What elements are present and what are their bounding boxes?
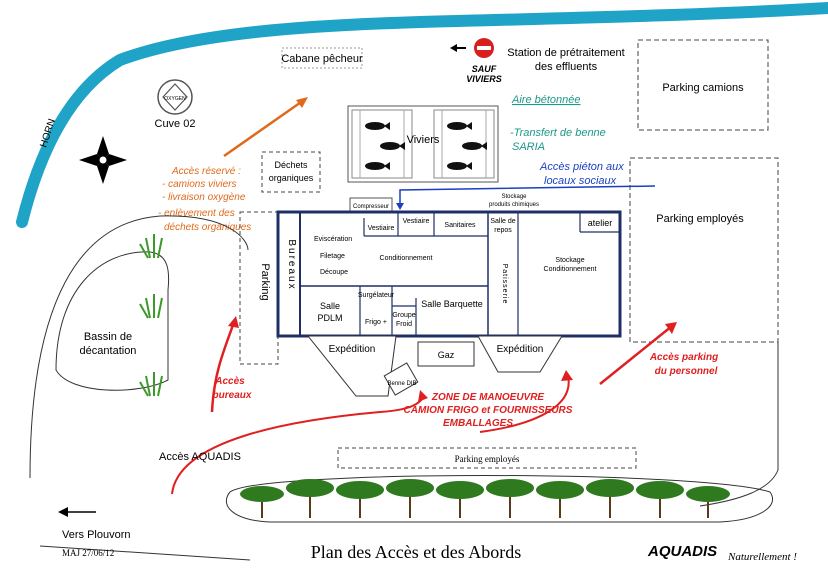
pedestrian-arrow: [399, 185, 656, 206]
acces-reserve-arrow: [223, 98, 305, 158]
expedition-left-dock: [306, 335, 397, 397]
tree-strip-outline: [225, 475, 773, 523]
parking-employes-box: [629, 157, 779, 343]
aire-label: Aire bétonnée: [511, 94, 581, 106]
maj-date: MAJ 27/06/12: [62, 548, 114, 558]
vestiaire-2: Vestiaire: [403, 218, 430, 225]
atelier: atelier: [588, 218, 613, 228]
parking-vertical-box: [239, 211, 279, 365]
evisceration: Eviscération: [314, 236, 352, 243]
benne-dib-box: [383, 362, 419, 396]
patisserie: Patisserie: [501, 264, 508, 305]
compass-rose-icon: [79, 136, 127, 184]
station-label-2: des effluents: [535, 61, 598, 73]
acces-bureaux-1: Accès: [214, 376, 245, 387]
expedition-right: Expédition: [497, 344, 544, 355]
parking-bottom-box: [337, 447, 637, 469]
bureaux-label: Bureaux: [286, 239, 297, 290]
transfert-label-2: SARIA: [512, 141, 545, 153]
tree-icon: [240, 479, 730, 518]
right-road: [699, 342, 779, 507]
gaz-label: Gaz: [438, 350, 455, 360]
svg-text:Naturellement !: Naturellement !: [727, 551, 797, 563]
stockage-cond-1: Stockage: [555, 257, 584, 264]
groupe-froid-2: Froid: [396, 321, 412, 328]
svg-text:OXYGEN: OXYGEN: [164, 96, 186, 102]
enlevement-1: - enlèvement des: [158, 208, 235, 219]
expedition-right-dock: [477, 335, 563, 373]
stockage-cond-2: Conditionnement: [544, 266, 597, 273]
sanitaires: Sanitaires: [444, 222, 476, 229]
acces-bureaux-arrow: [210, 321, 236, 413]
fish-icon: [365, 122, 487, 170]
viviers-label: Viviers: [407, 134, 440, 146]
cuve-label: Cuve 02: [155, 118, 196, 130]
viviers-warning: VIVIERS: [466, 74, 502, 84]
station-label-1: Station de prétraitement: [507, 47, 624, 59]
acces-pieton-2: locaux sociaux: [544, 175, 617, 187]
bassin-label-1: Bassin de: [84, 331, 132, 343]
svg-text:AQUADIS: AQUADIS: [647, 543, 717, 560]
oxygen-tank-icon: OXYGEN: [157, 79, 193, 115]
bassin-label-2: décantation: [80, 345, 137, 357]
page-title: Plan des Accès et des Abords: [311, 542, 521, 562]
groupe-froid-1: Groupe: [392, 312, 415, 319]
salle-barquette: Salle Barquette: [421, 299, 483, 309]
salle-pdlm-1: Salle: [320, 301, 340, 311]
acces-aquadis-arrow: [171, 395, 425, 495]
benne-dib-label: Benne DIB: [387, 381, 416, 387]
cabane-box: [281, 47, 363, 69]
vers-plouvorn: Vers Plouvorn: [62, 529, 130, 541]
vestiaire-1: Vestiaire: [368, 225, 395, 232]
grass-icon: [139, 234, 163, 397]
bassin-outline: [55, 251, 170, 391]
zone-arrow-right: [479, 375, 570, 433]
no-entry-icon: [474, 38, 494, 58]
acces-pieton-1: Accès piéton aux: [539, 161, 624, 173]
zone-2: CAMION FRIGO et FOURNISSEURS: [404, 405, 573, 416]
frigo: Frigo +: [365, 319, 387, 326]
left-arrow-icon: [58, 507, 96, 517]
compresseur-label: Compresseur: [353, 204, 389, 210]
dechets-label-1: Déchets: [274, 160, 308, 170]
zone-3: EMBALLAGES: [443, 418, 513, 429]
bassin-road: [29, 215, 249, 479]
enlevement-2: déchets organiques: [164, 222, 251, 233]
camions-viviers: - camions viviers: [162, 179, 236, 190]
river-horn: [16, 2, 828, 228]
cabane-label: Cabane pêcheur: [281, 53, 363, 65]
dechets-box: [261, 151, 321, 193]
sauf-label: SAUF: [472, 64, 497, 74]
parking-bottom-label: Parking employés: [455, 454, 520, 464]
salle-repos-2: repos: [494, 227, 512, 234]
acces-bureaux-2: bureaux: [213, 390, 252, 401]
aquadis-logo-icon: AQUADIS Naturellement !: [647, 543, 797, 563]
surgelateur: Surgélateur: [358, 292, 395, 299]
acces-aquadis: Accès AQUADIS: [159, 451, 241, 463]
salle-repos-1: Salle de: [490, 218, 515, 225]
gaz-box: [417, 341, 475, 367]
acces-reserve-title: Accès réservé :: [171, 166, 241, 177]
parking-vertical-label: Parking: [259, 263, 271, 300]
stockage-pc-1: Stockage: [501, 194, 527, 200]
transfert-label-1: -Transfert de benne: [510, 127, 606, 139]
main-building: [276, 210, 622, 338]
stockage-pc-2: produits chimiques: [489, 202, 539, 208]
decoupe: Découpe: [320, 269, 348, 276]
acces-parking-arrow: [599, 325, 673, 385]
parking-camions-box: [637, 39, 769, 131]
zone-1: ZONE DE MANOEUVRE: [431, 392, 545, 403]
acces-parking-2: du personnel: [655, 366, 718, 377]
conditionnement: Conditionnement: [380, 255, 433, 262]
parking-camions-label: Parking camions: [662, 82, 744, 94]
parking-employes-label: Parking employés: [656, 213, 744, 225]
left-arrow-icon: [450, 44, 466, 52]
acces-parking-1: Accès parking: [649, 352, 718, 363]
salle-pdlm-2: PDLM: [317, 313, 342, 323]
livraison-oxygene: - livraison oxygène: [162, 192, 246, 203]
expedition-left: Expédition: [329, 344, 376, 355]
dechets-label-2: organiques: [269, 173, 314, 183]
filetage: Filetage: [320, 253, 345, 260]
